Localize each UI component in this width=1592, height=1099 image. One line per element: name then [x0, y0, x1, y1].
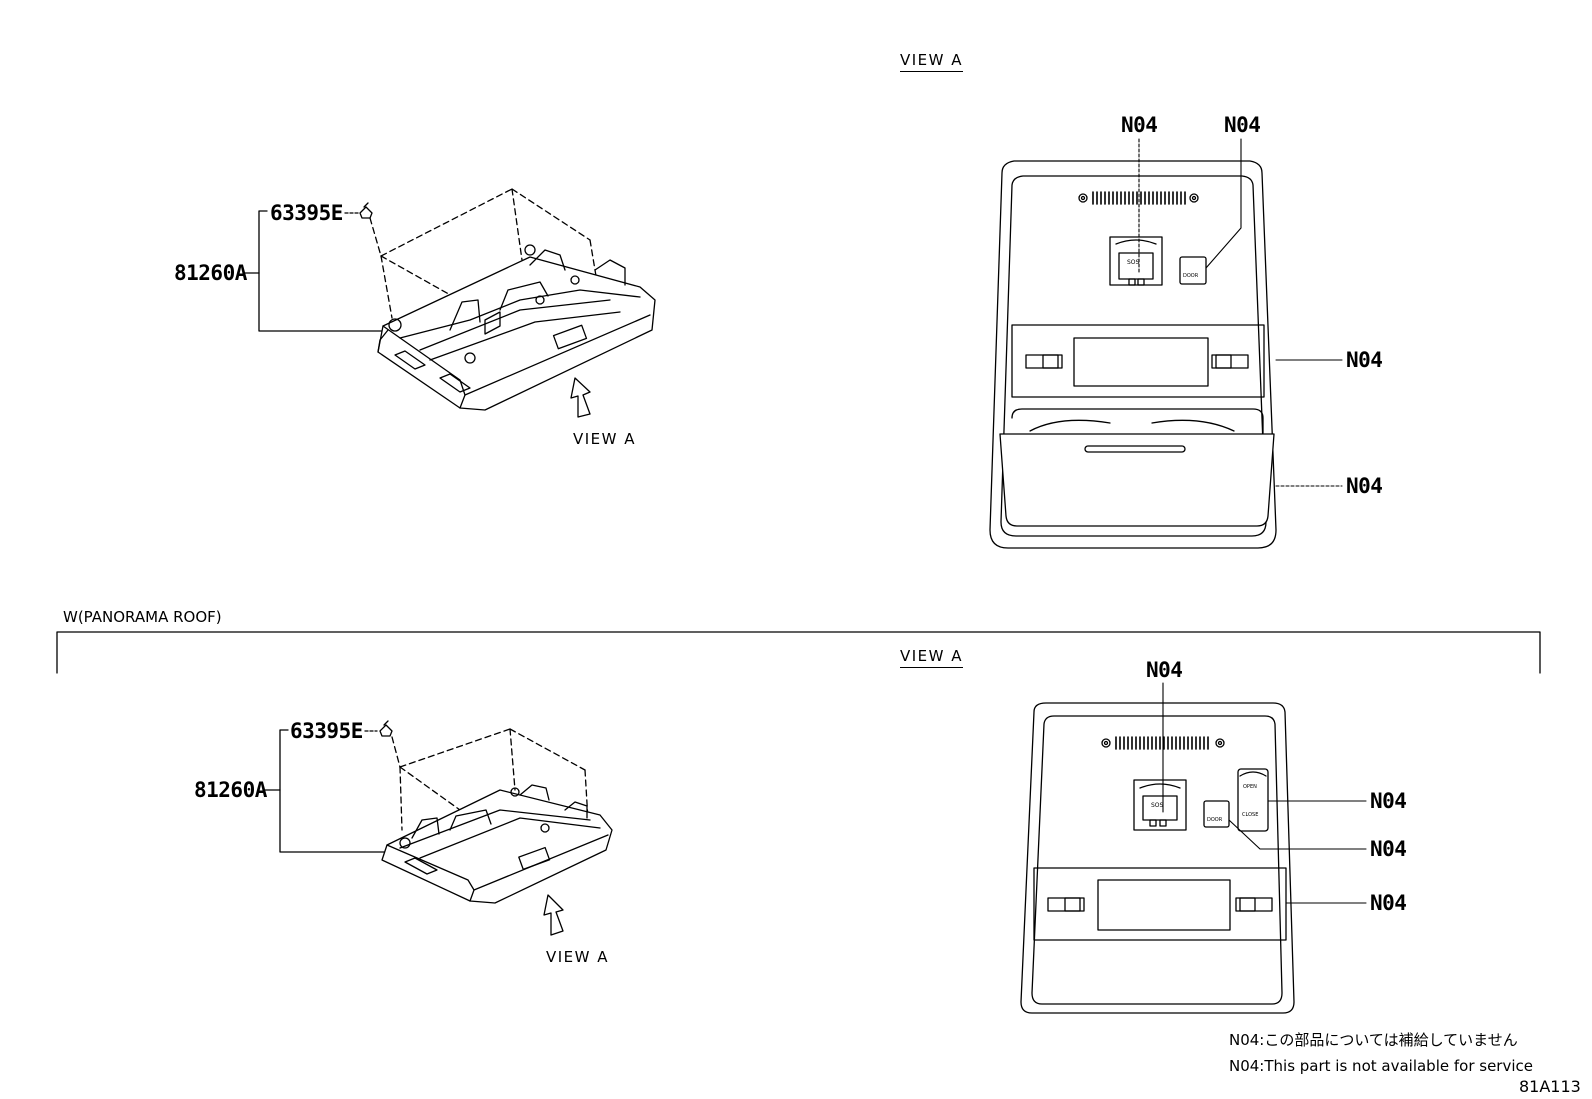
- top-sos-button-text: SOS: [1127, 259, 1140, 266]
- top-speaker-grille: [1078, 191, 1199, 205]
- bottom-view-arrow-label: VIEW A: [546, 948, 610, 966]
- top-view-title: VIEW A: [900, 53, 964, 72]
- top-callout-door: N04: [1224, 113, 1261, 137]
- top-callout-sunglass-holder: N04: [1346, 474, 1383, 498]
- diagram-code: 81A113: [1519, 1077, 1581, 1096]
- bottom-view-a-drawing: [1020, 702, 1295, 1014]
- note-english: N04:This part is not available for servi…: [1229, 1057, 1533, 1075]
- bottom-callout-sos: N04: [1146, 658, 1183, 682]
- bottom-clip-icon: [379, 720, 393, 737]
- bottom-view-title: VIEW A: [900, 649, 964, 668]
- panorama-roof-section-title: W(PANORAMA ROOF): [63, 608, 222, 626]
- top-view-a-drawing: [989, 160, 1277, 549]
- bottom-callout-map-lamp: N04: [1370, 891, 1407, 915]
- bottom-callout-door: N04: [1370, 837, 1407, 861]
- bottom-callout-roof-switch: N04: [1370, 789, 1407, 813]
- bottom-assembly-part-number: 81260A: [194, 778, 267, 802]
- top-assembly-part-number: 81260A: [174, 261, 247, 285]
- bottom-sos-button-text: SOS: [1151, 802, 1164, 809]
- bottom-console-assembly-drawing: [264, 720, 613, 936]
- bottom-sos-button-drawing: [1133, 779, 1187, 831]
- top-clip-part-number: 63395E: [270, 201, 343, 225]
- bottom-open-switch-text: OPEN: [1243, 784, 1257, 790]
- bottom-close-switch-text: CLOSE: [1242, 812, 1259, 818]
- panorama-roof-section-bracket: [56, 631, 1541, 674]
- bottom-part-bracket: [279, 729, 393, 853]
- top-clip-icon: [359, 202, 373, 219]
- top-view-arrow: [570, 377, 591, 418]
- top-view-arrow-label: VIEW A: [573, 430, 637, 448]
- top-callout-map-lamp: N04: [1346, 348, 1383, 372]
- note-japanese: N04:この部品については補給していません: [1229, 1031, 1518, 1049]
- bottom-callout-leaders: [1162, 682, 1367, 904]
- bottom-speaker-grille: [1101, 736, 1225, 750]
- top-console-assembly-drawing: [243, 188, 656, 418]
- top-callout-sos: N04: [1121, 113, 1158, 137]
- top-part-bracket: [258, 210, 393, 332]
- top-sos-button-drawing: [1109, 236, 1163, 286]
- bottom-clip-part-number: 63395E: [290, 719, 363, 743]
- bottom-view-arrow: [543, 894, 564, 936]
- bottom-door-button-text: DOOR: [1207, 817, 1223, 823]
- top-callout-leaders: [1138, 138, 1343, 487]
- top-door-button-text: DOOR: [1183, 273, 1199, 279]
